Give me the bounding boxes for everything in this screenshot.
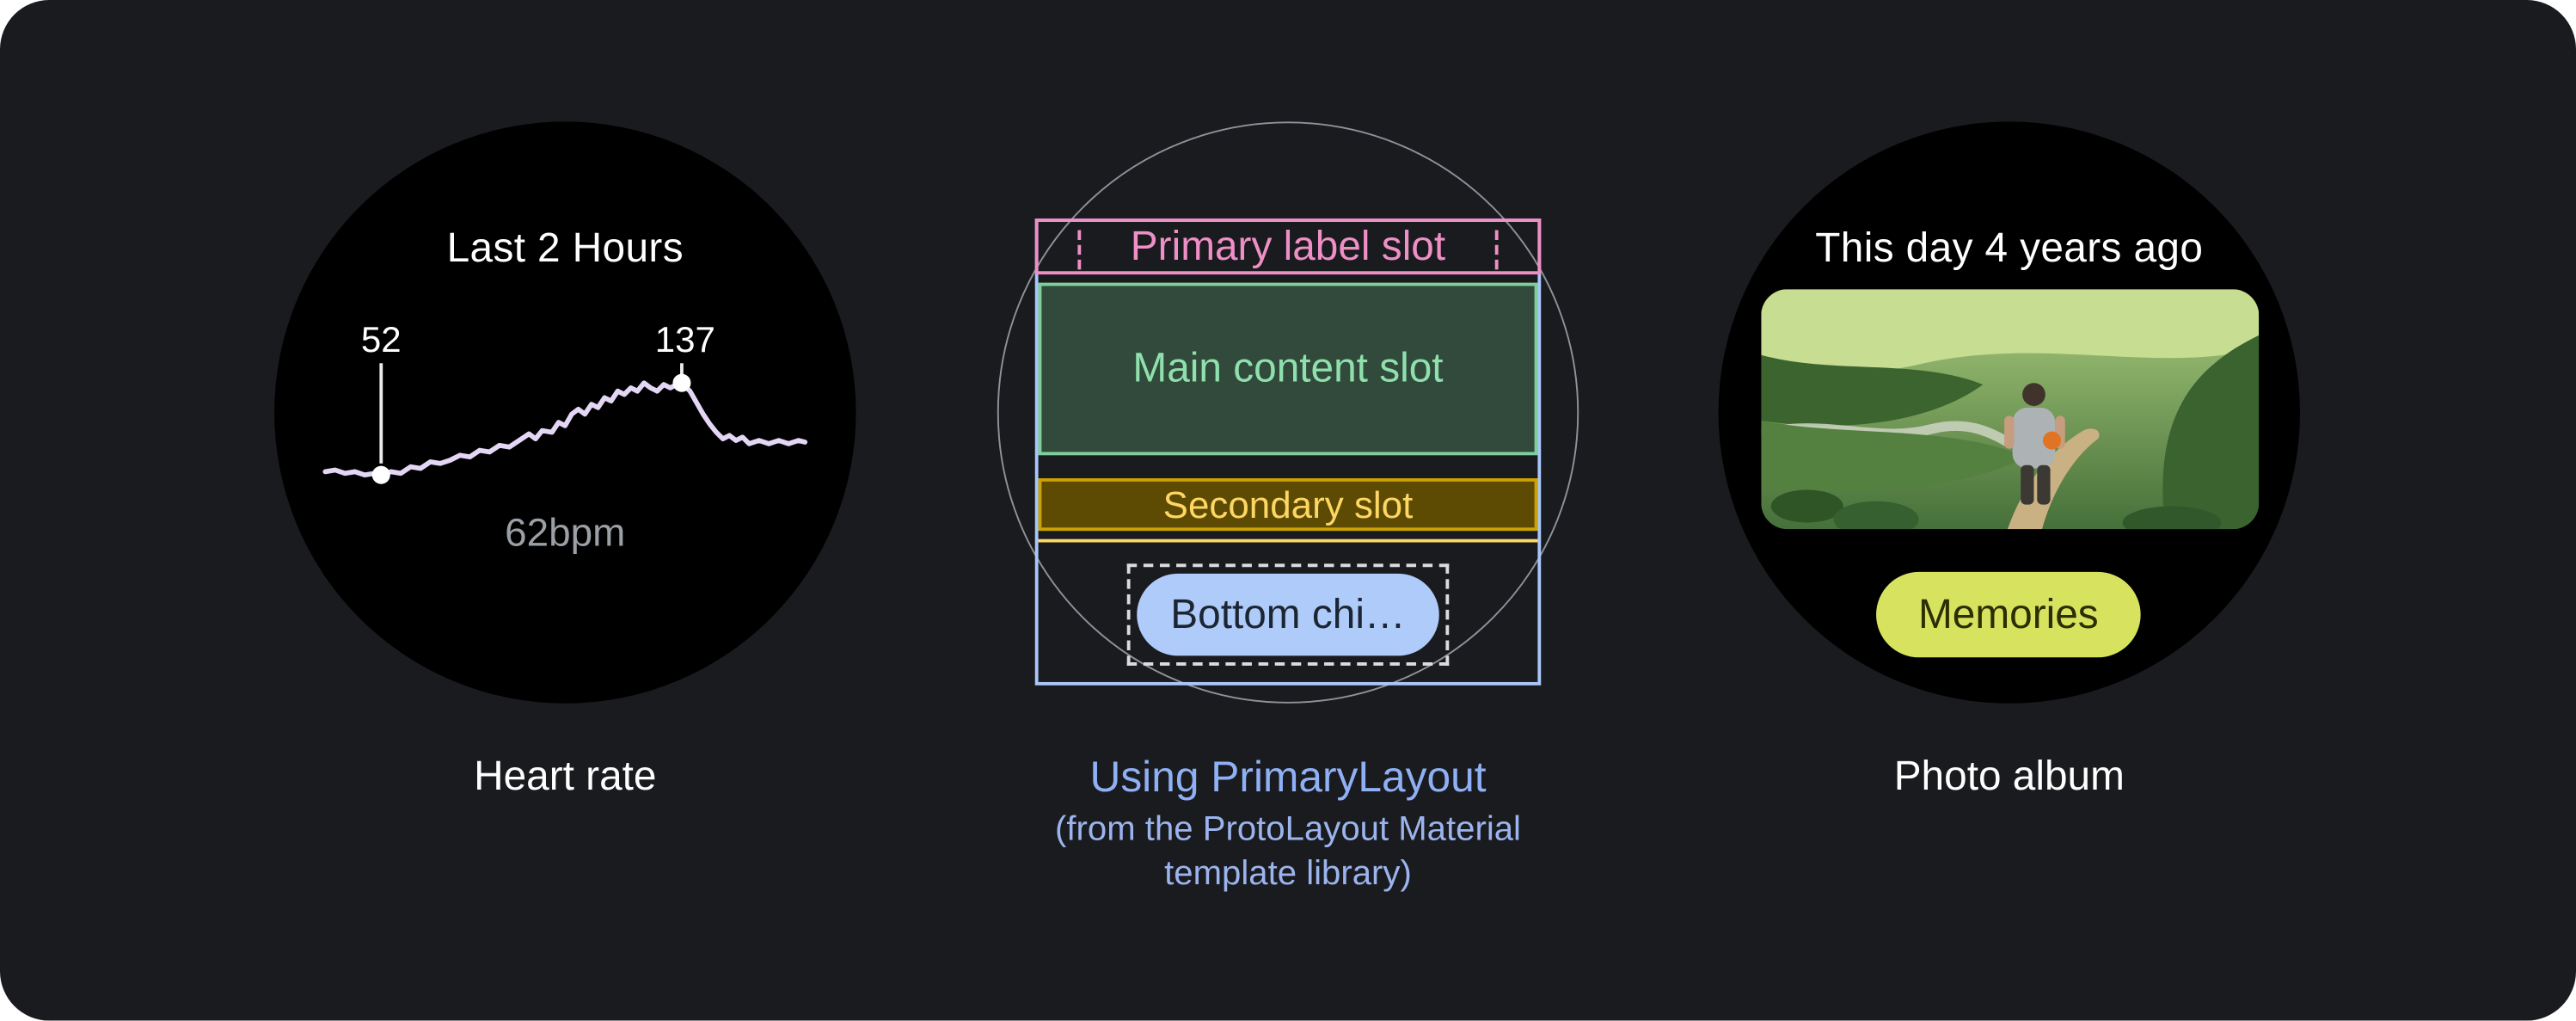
heart-rate-title: Last 2 Hours — [446, 224, 684, 272]
bottom-chip-bounds-dash — [1126, 563, 1450, 666]
memories-button[interactable]: Memories — [1876, 571, 2141, 658]
heart-rate-watch-face: Last 2 Hours 52 137 62bpm — [274, 121, 856, 704]
hiker-figure — [2004, 383, 2065, 505]
heart-rate-caption: Heart rate — [474, 753, 657, 800]
primary-layout-caption-sub1: (from the ProtoLayout Material — [1055, 809, 1521, 848]
heart-rate-sparkline — [322, 380, 808, 478]
low-marker-line — [379, 363, 383, 464]
primary-slot-left-margin-dash — [1077, 230, 1082, 270]
high-marker-line — [680, 363, 684, 377]
primary-layout-watch-face — [997, 121, 1579, 704]
photo-album-watch-face: This day 4 years ago — [1718, 121, 2300, 704]
secondary-slot: Secondary slot — [1038, 478, 1538, 532]
low-point-dot — [371, 465, 390, 484]
current-bpm-label: 62bpm — [505, 511, 626, 556]
photo-album-caption: Photo album — [1893, 753, 2125, 800]
main-content-slot-text: Main content slot — [1132, 345, 1444, 391]
primary-slot-right-margin-dash — [1494, 230, 1499, 270]
secondary-slot-text: Secondary slot — [1162, 482, 1414, 526]
landscape-photo-illustration — [1761, 289, 2260, 530]
photo-album-title: This day 4 years ago — [1815, 224, 2204, 272]
memory-photo[interactable] — [1761, 289, 2260, 530]
heart-rate-high-label: 137 — [654, 318, 715, 360]
main-content-slot: Main content slot — [1038, 282, 1538, 456]
bottom-chip-label: Bottom chi… — [1170, 590, 1406, 637]
high-point-dot — [672, 373, 691, 392]
primary-label-slot: Primary label slot — [1034, 218, 1542, 275]
memories-button-label: Memories — [1917, 590, 2099, 637]
primary-layout-caption-sub2: template library) — [1164, 854, 1412, 893]
bottom-chip-button[interactable]: Bottom chi… — [1137, 573, 1439, 656]
primary-label-slot-text: Primary label slot — [1130, 222, 1446, 269]
primary-layout-caption-title: Using PrimaryLayout — [1089, 752, 1487, 802]
heart-rate-low-label: 52 — [360, 318, 402, 360]
secondary-slot-margin-line — [1038, 538, 1538, 543]
